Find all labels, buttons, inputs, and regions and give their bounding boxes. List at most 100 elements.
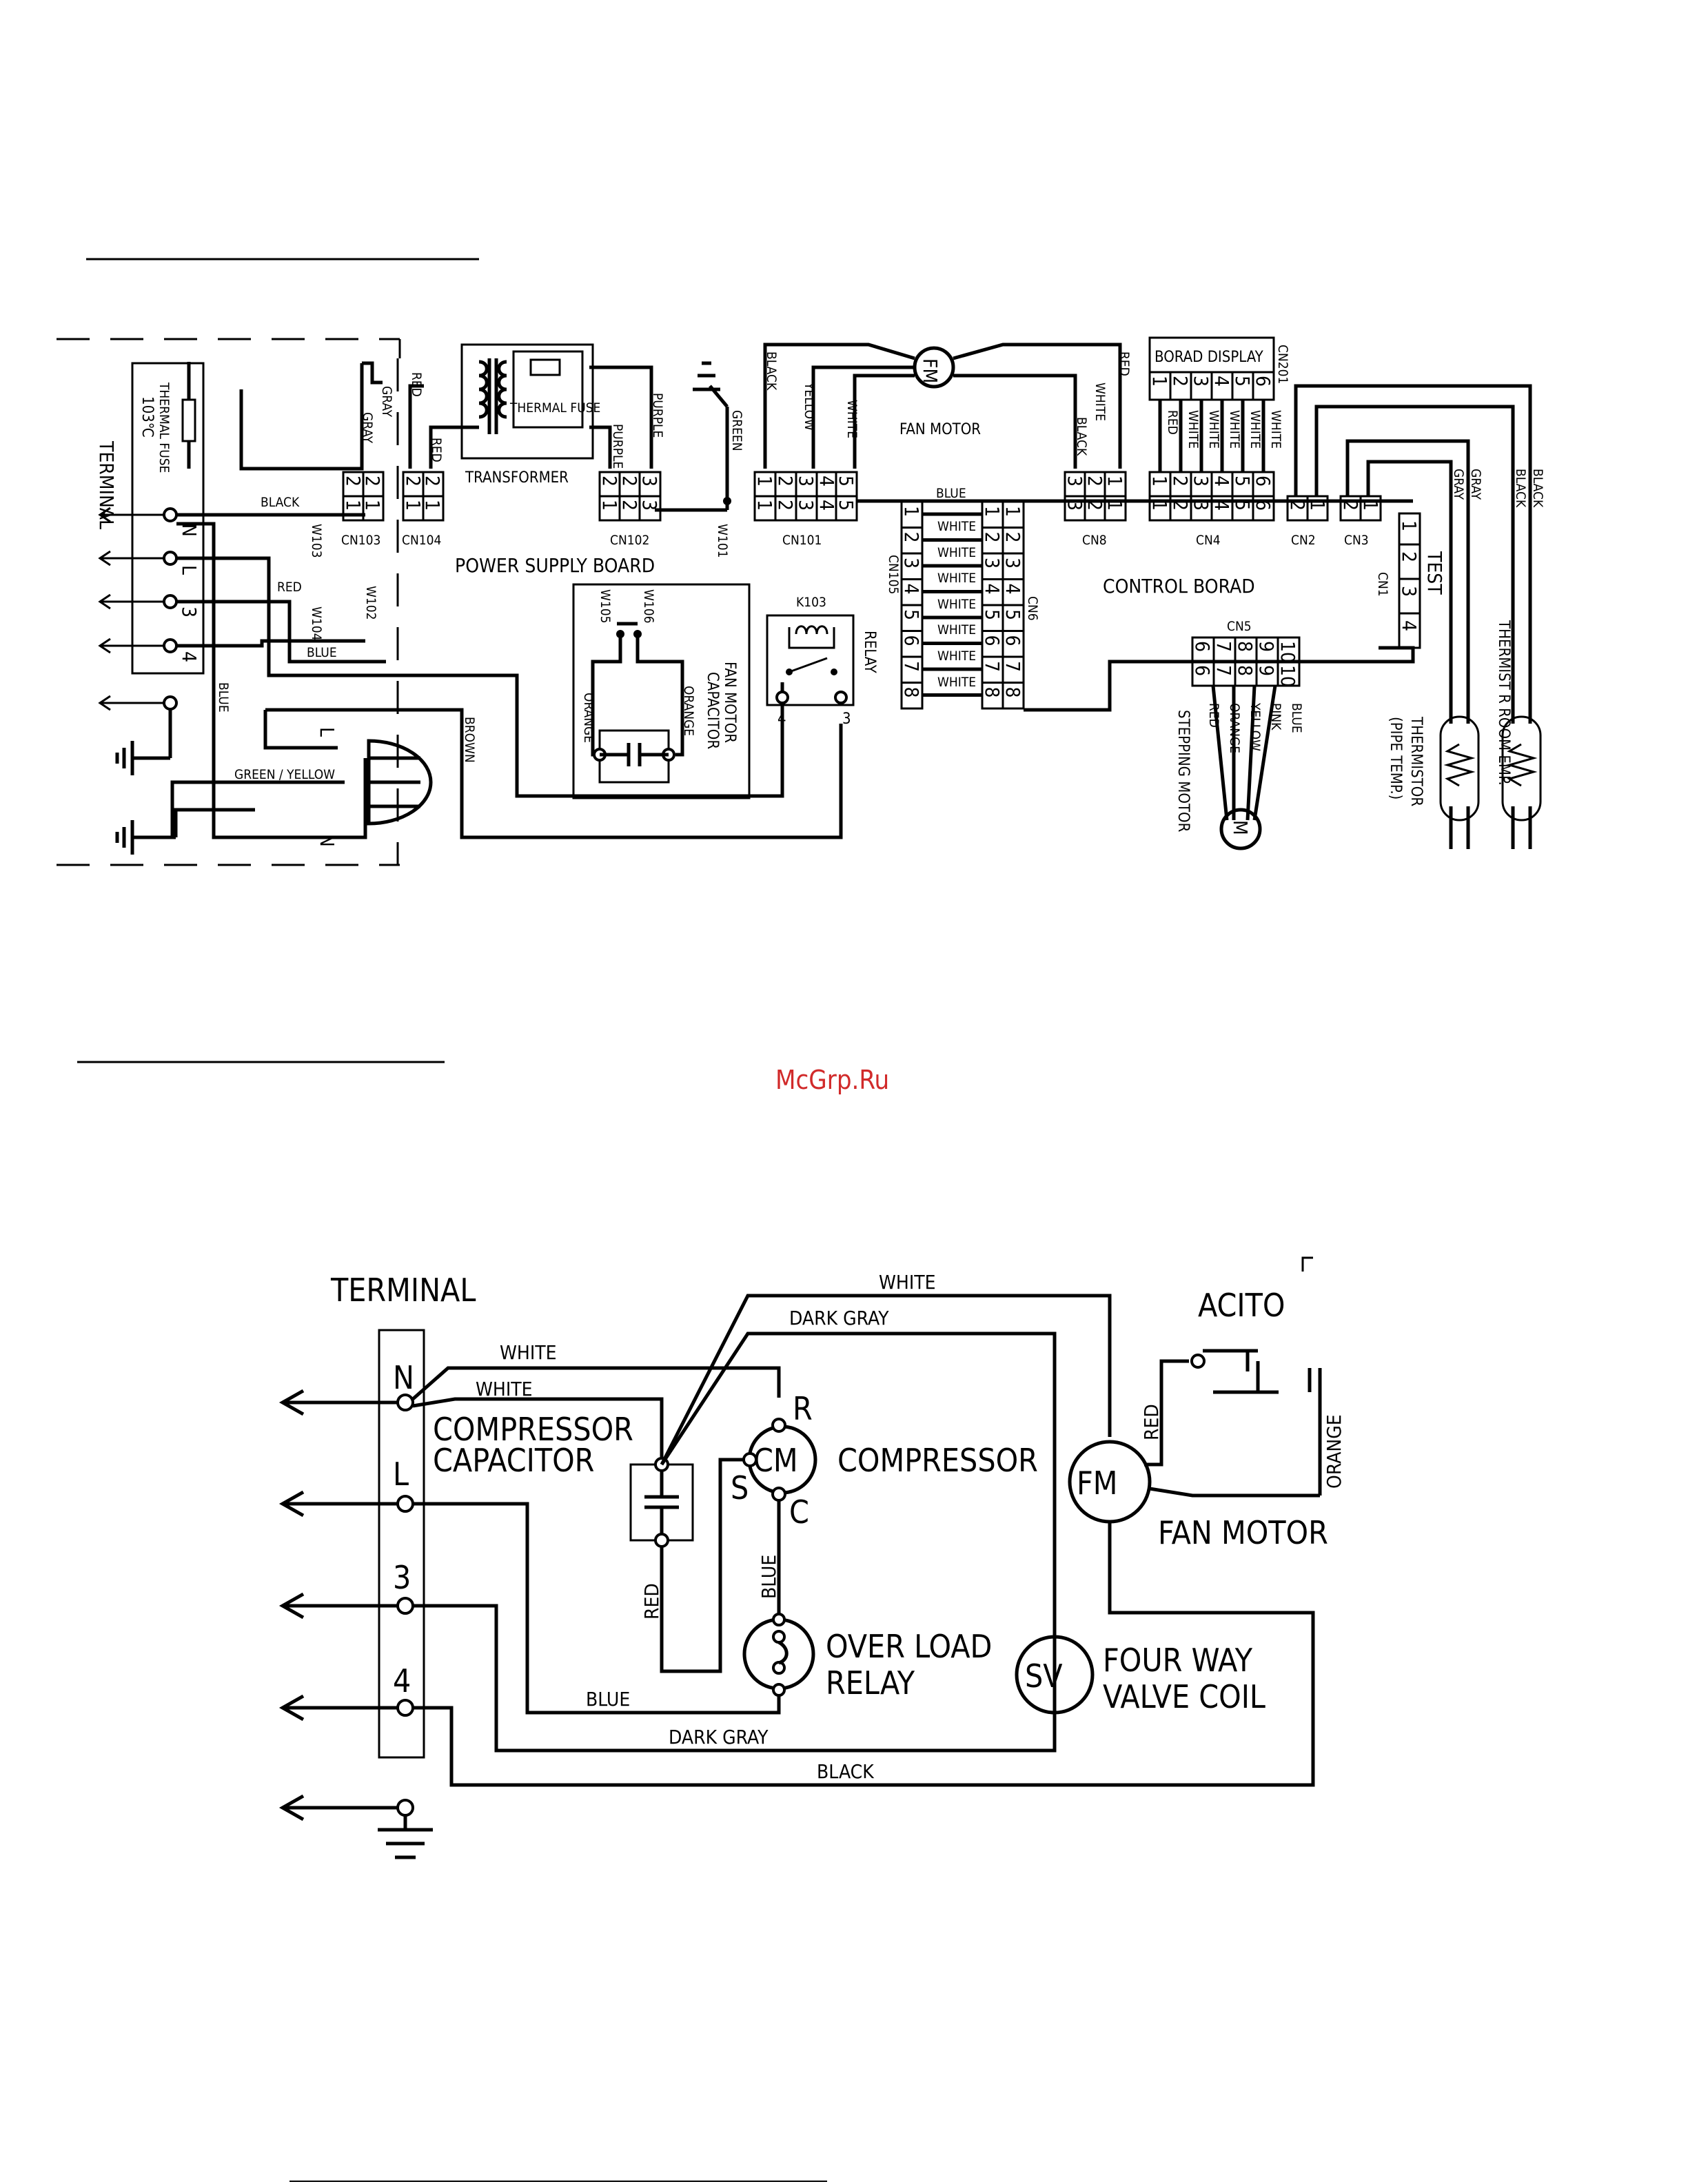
svg-text:1: 1	[1398, 520, 1421, 531]
svg-text:2: 2	[774, 476, 797, 487]
thermistor-room	[1501, 715, 1542, 821]
cn6-pin: 4	[1001, 584, 1024, 595]
cn6-pin: 1	[1001, 506, 1024, 517]
power-plug: L N GREEN / YELLOW BROWN	[170, 708, 843, 847]
cn105-label: CN105	[886, 555, 901, 594]
wire-black-bottom: BLACK	[817, 1760, 875, 1783]
compressor-symbol: CM	[753, 1442, 798, 1479]
cn201-label: CN201	[1275, 345, 1290, 384]
cn4-wire-2: WHITE	[1186, 410, 1201, 449]
bottom-pin-l: L	[393, 1456, 409, 1493]
thermistor-pipe	[1439, 715, 1480, 821]
cn4-pin: 4	[1210, 500, 1233, 511]
bottom-ground	[378, 1815, 433, 1859]
cn105-wire-1: WHITE	[937, 519, 976, 534]
terminal-wires	[174, 361, 784, 839]
thermal-fuse-temp: 103℃	[139, 396, 156, 438]
power-supply-board: POWER SUPPLY BOARD 2 2 1 1 CN103 2 2 1 1…	[341, 343, 878, 799]
wire-white-top: WHITE	[879, 1271, 936, 1294]
cn5-pin: 8	[1234, 641, 1257, 652]
overload-label-1: OVER LOAD	[826, 1628, 992, 1665]
cn105-wire-3: WHITE	[937, 571, 976, 586]
cn4-pin: 1	[1148, 500, 1171, 511]
wire-label-black-fm: BLACK	[764, 351, 779, 391]
cn5-label: CN5	[1227, 619, 1252, 634]
cn4-pin: 3	[1190, 476, 1212, 487]
cn105-pin: 1	[900, 506, 923, 517]
stepping-motor-symbol: M	[1229, 820, 1252, 835]
cn6-pin: 5	[1001, 609, 1024, 620]
terminal-label: TERMINAL	[95, 440, 118, 529]
valve-label-2: VALVE COIL	[1103, 1678, 1265, 1715]
fan-motor-label: FAN MOTOR	[899, 421, 981, 438]
cn6-pin: 3	[1001, 558, 1024, 569]
wire-label-gray-th1: GRAY	[1468, 469, 1483, 500]
svg-text:1: 1	[1359, 500, 1382, 511]
wire-label-red-transformer-2: RED	[429, 438, 444, 462]
cn105-wire-blue: BLUE	[936, 486, 966, 501]
wire-label-black-fm2: BLACK	[1074, 417, 1089, 456]
svg-text:3: 3	[1398, 586, 1421, 597]
cn4-wire-1: RED	[1165, 410, 1180, 435]
cn105-pin: 6	[900, 635, 923, 646]
cn105-pin: 2	[900, 532, 923, 543]
wire-white-1: WHITE	[500, 1341, 557, 1364]
fan-motor-bottom-label: FAN MOTOR	[1158, 1514, 1328, 1551]
wire-label-white-fm: WHITE	[844, 400, 860, 438]
wire-label-orange-2: ORANGE	[681, 686, 696, 736]
cn4-pin: 4	[1210, 476, 1233, 487]
cn6-pin: 6	[981, 635, 1004, 646]
cn5-pin: 10	[1277, 665, 1299, 687]
svg-text:3: 3	[1064, 476, 1086, 487]
cn6-pin: 7	[1001, 661, 1024, 672]
svg-text:1: 1	[753, 500, 776, 511]
green-yellow-label: GREEN / YELLOW	[234, 767, 335, 782]
terminal-arrows	[98, 507, 178, 711]
cn4-wire-4: WHITE	[1227, 410, 1242, 449]
fan-motor-top: FM FAN MOTOR BLACK YELLOW WHITE RED WHIT…	[753, 343, 1132, 548]
cn105-pin: 8	[900, 687, 923, 698]
wire-label-black-th1: BLACK	[1530, 469, 1545, 508]
svg-text:3: 3	[795, 500, 817, 511]
test-label: TEST	[1423, 551, 1446, 595]
wire-label-black-th2: BLACK	[1513, 469, 1528, 508]
cn4-pin: 2	[1169, 500, 1192, 511]
wire-label-gray-th2: GRAY	[1451, 469, 1466, 500]
wire-white-2: WHITE	[476, 1378, 533, 1400]
svg-text:4: 4	[1398, 620, 1421, 631]
bottom-pin-n: N	[393, 1359, 414, 1396]
cn6-label: CN6	[1025, 596, 1040, 621]
svg-text:1: 1	[753, 476, 776, 487]
svg-text:2: 2	[618, 500, 641, 511]
cn5-pin: 9	[1255, 641, 1278, 652]
svg-text:2: 2	[1084, 476, 1106, 487]
svg-text:1: 1	[1104, 476, 1126, 487]
cn6-pin: 5	[981, 609, 1004, 620]
wire-label-brown: BROWN	[462, 717, 477, 763]
bottom-pin-3: 3	[393, 1559, 411, 1596]
cn105-pin: 5	[900, 609, 923, 620]
svg-text:3: 3	[795, 476, 817, 487]
wire-label-purple-2: PURPLE	[650, 393, 665, 438]
wire-orange-fm: ORANGE	[1323, 1414, 1345, 1489]
cn5-pin: 6	[1191, 665, 1214, 676]
svg-text:2: 2	[361, 476, 384, 487]
compressor-capacitor-label-1: COMPRESSOR	[433, 1411, 633, 1448]
wire-blue-bottom: BLUE	[586, 1688, 630, 1711]
cn4-wire-3: WHITE	[1206, 410, 1221, 449]
overload-relay: OVER LOAD RELAY	[742, 1613, 992, 1702]
cn4-pin: 2	[1169, 476, 1192, 487]
thermal-fuse	[181, 398, 196, 442]
svg-text:1: 1	[421, 500, 444, 511]
transformer-fuse-label: THERMAL FUSE	[509, 400, 600, 416]
wire-label-black: BLACK	[261, 495, 300, 510]
terminal-block: TERMINAL THERMAL FUSE 103℃ N L 3 4	[95, 362, 205, 675]
w102-label: W102	[363, 586, 378, 620]
wire-label-green: GREEN	[729, 410, 744, 451]
fan-cap-label-2: CAPACITOR	[704, 672, 721, 749]
compressor-pin-r: R	[793, 1390, 813, 1427]
sv-symbol: SV	[1025, 1657, 1063, 1695]
cn2-label: CN2	[1291, 533, 1316, 548]
